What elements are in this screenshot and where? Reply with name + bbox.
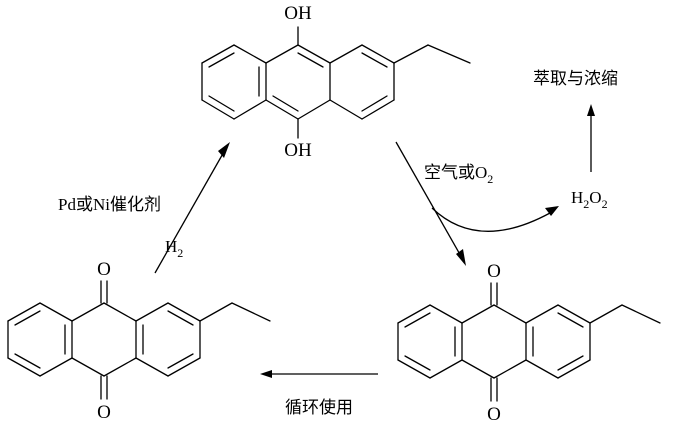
oxidant-label: 空气或O2 bbox=[424, 163, 493, 186]
hydrogen-label: H2 bbox=[165, 237, 183, 260]
anthraquinone-right-ethyl-group bbox=[589, 304, 661, 324]
anthraquinone-left-carbonyls bbox=[100, 280, 108, 400]
anthraquinone-left-left-ring bbox=[7, 302, 73, 377]
hydroquinone-bottom-oh: OH bbox=[284, 140, 312, 161]
hydroquinone-ethyl-group bbox=[393, 44, 471, 64]
hydrogenation-arrow bbox=[154, 142, 230, 274]
anthraquinone-right-bottom-oxygen: O bbox=[487, 404, 501, 425]
anthraquinone-right-right-ring bbox=[525, 304, 591, 379]
anthraquinone-right-molecule: O O bbox=[397, 261, 661, 425]
extraction-label: 萃取与浓缩 bbox=[533, 69, 618, 88]
anthraquinone-right-left-ring bbox=[397, 304, 463, 379]
peroxide-branch-arrow bbox=[431, 206, 559, 232]
recycle-arrow bbox=[260, 370, 378, 378]
hydroquinone-right-ring bbox=[329, 44, 395, 120]
anthraquinone-right-carbonyls bbox=[490, 282, 498, 402]
hydroquinone-left-ring bbox=[201, 44, 267, 120]
extraction-arrow bbox=[587, 104, 595, 172]
peroxide-label: H2O2 bbox=[571, 188, 608, 211]
anthraquinone-left-top-oxygen: O bbox=[97, 259, 111, 280]
anthraquinone-left-right-ring bbox=[135, 302, 201, 377]
anthraquinone-left-bottom-oxygen: O bbox=[97, 402, 111, 423]
catalyst-label: Pd或Ni催化剂 bbox=[58, 195, 161, 214]
recycle-label: 循环使用 bbox=[285, 397, 353, 417]
anthraquinone-left-central-ring bbox=[71, 302, 137, 377]
hydroquinone-top-oh: OH bbox=[284, 3, 312, 24]
anthraquinone-left-molecule: O O bbox=[7, 259, 271, 423]
hydroquinone-molecule: OH OH bbox=[201, 3, 471, 161]
anthraquinone-right-top-oxygen: O bbox=[487, 261, 501, 282]
anthraquinone-left-ethyl-group bbox=[199, 302, 271, 322]
anthraquinone-right-central-ring bbox=[461, 304, 527, 379]
hydroquinone-central-ring bbox=[265, 44, 331, 120]
oxidation-arrow bbox=[395, 141, 466, 266]
